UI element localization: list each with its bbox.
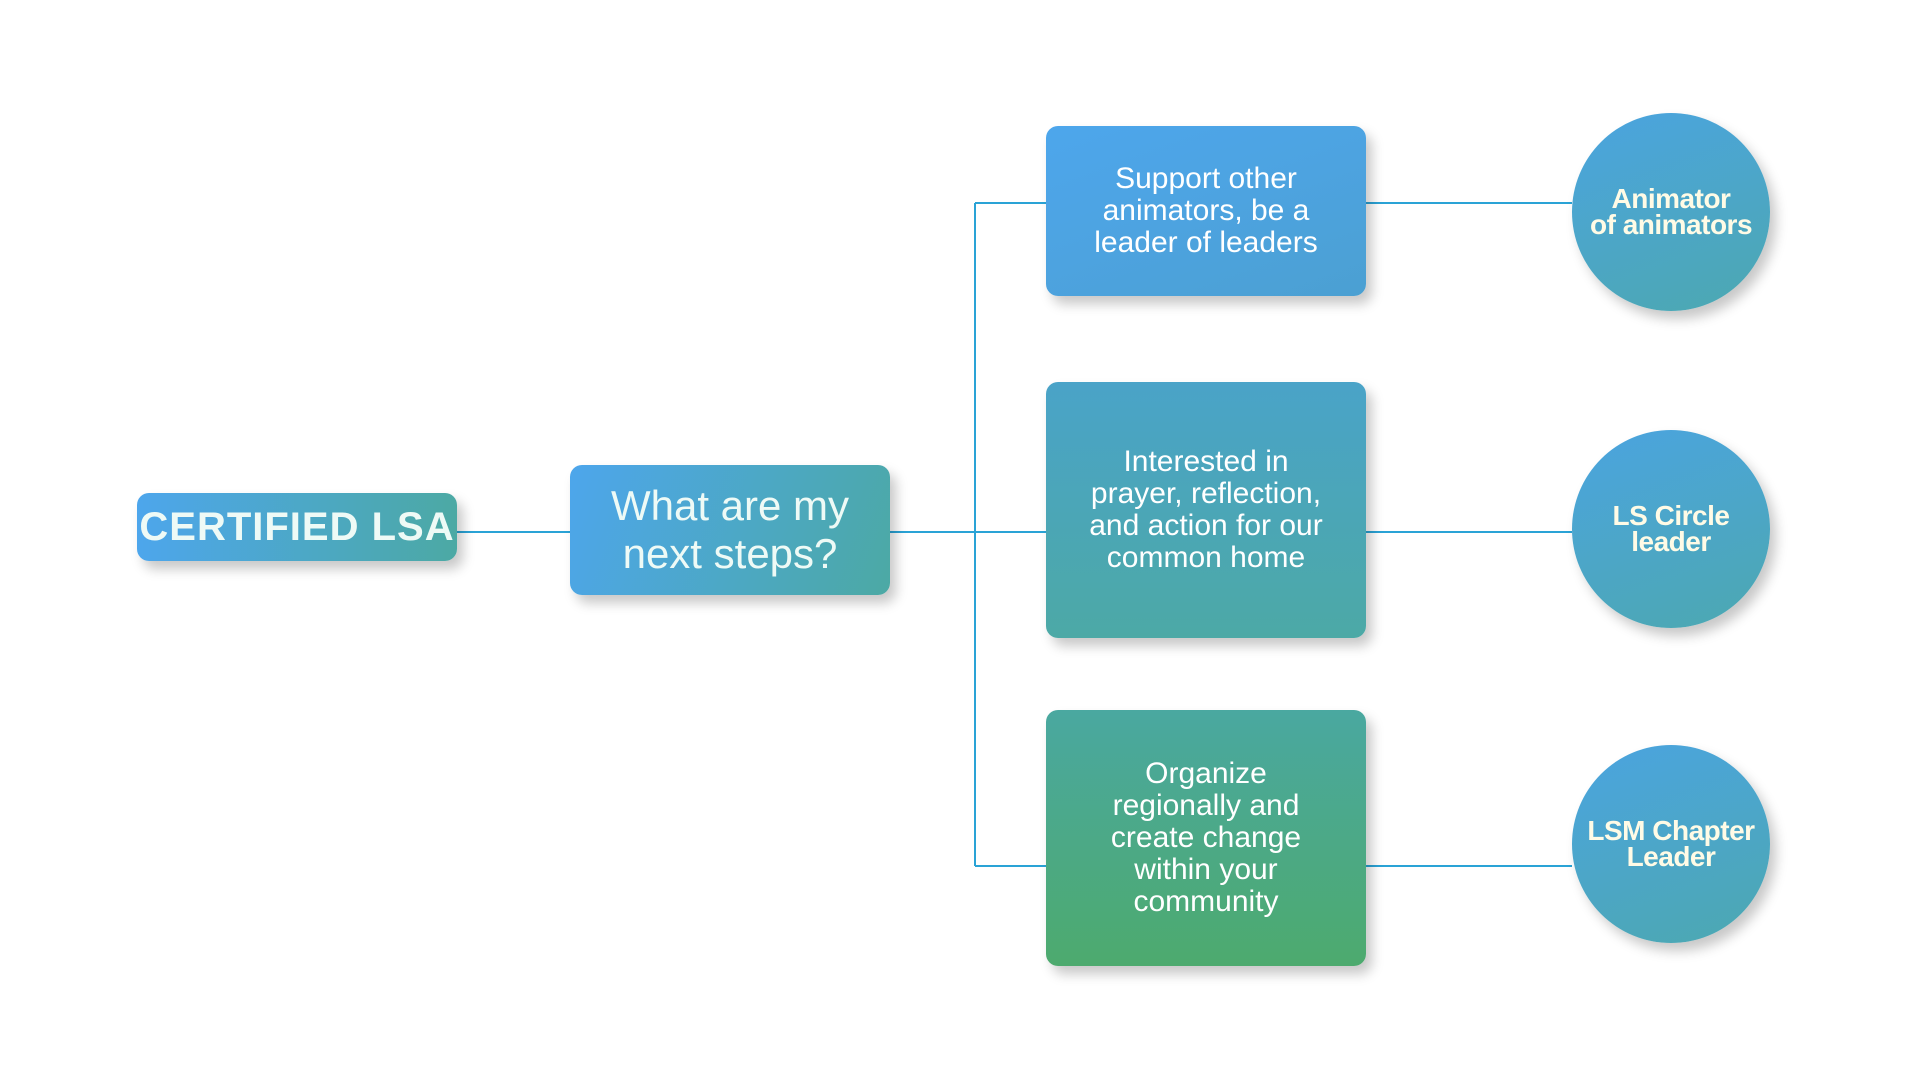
role-ls-circle-leader: LS Circle leader (1572, 430, 1770, 628)
option-organize-regionally: Organize regionally and create change wi… (1046, 710, 1366, 966)
next-steps-question-node: What are my next steps? (570, 465, 890, 595)
certified-lsa-node: CERTIFIED LSA (137, 493, 457, 561)
certified-lsa-label: CERTIFIED LSA (139, 504, 455, 549)
option-label: Support other animators, be a leader of … (1094, 162, 1318, 259)
next-steps-question-label: What are my next steps? (610, 482, 850, 577)
option-support-animators: Support other animators, be a leader of … (1046, 126, 1366, 296)
option-label: Organize regionally and create change wi… (1110, 757, 1302, 918)
option-label: Interested in prayer, reflection, and ac… (1089, 445, 1323, 574)
role-label: LSM Chapter Leader (1587, 815, 1755, 872)
role-label: Animator of animators (1589, 183, 1753, 240)
role-lsm-chapter-leader: LSM Chapter Leader (1572, 745, 1770, 943)
role-animator-of-animators: Animator of animators (1572, 113, 1770, 311)
role-label: LS Circle leader (1612, 500, 1730, 557)
option-prayer-reflection-action: Interested in prayer, reflection, and ac… (1046, 382, 1366, 638)
